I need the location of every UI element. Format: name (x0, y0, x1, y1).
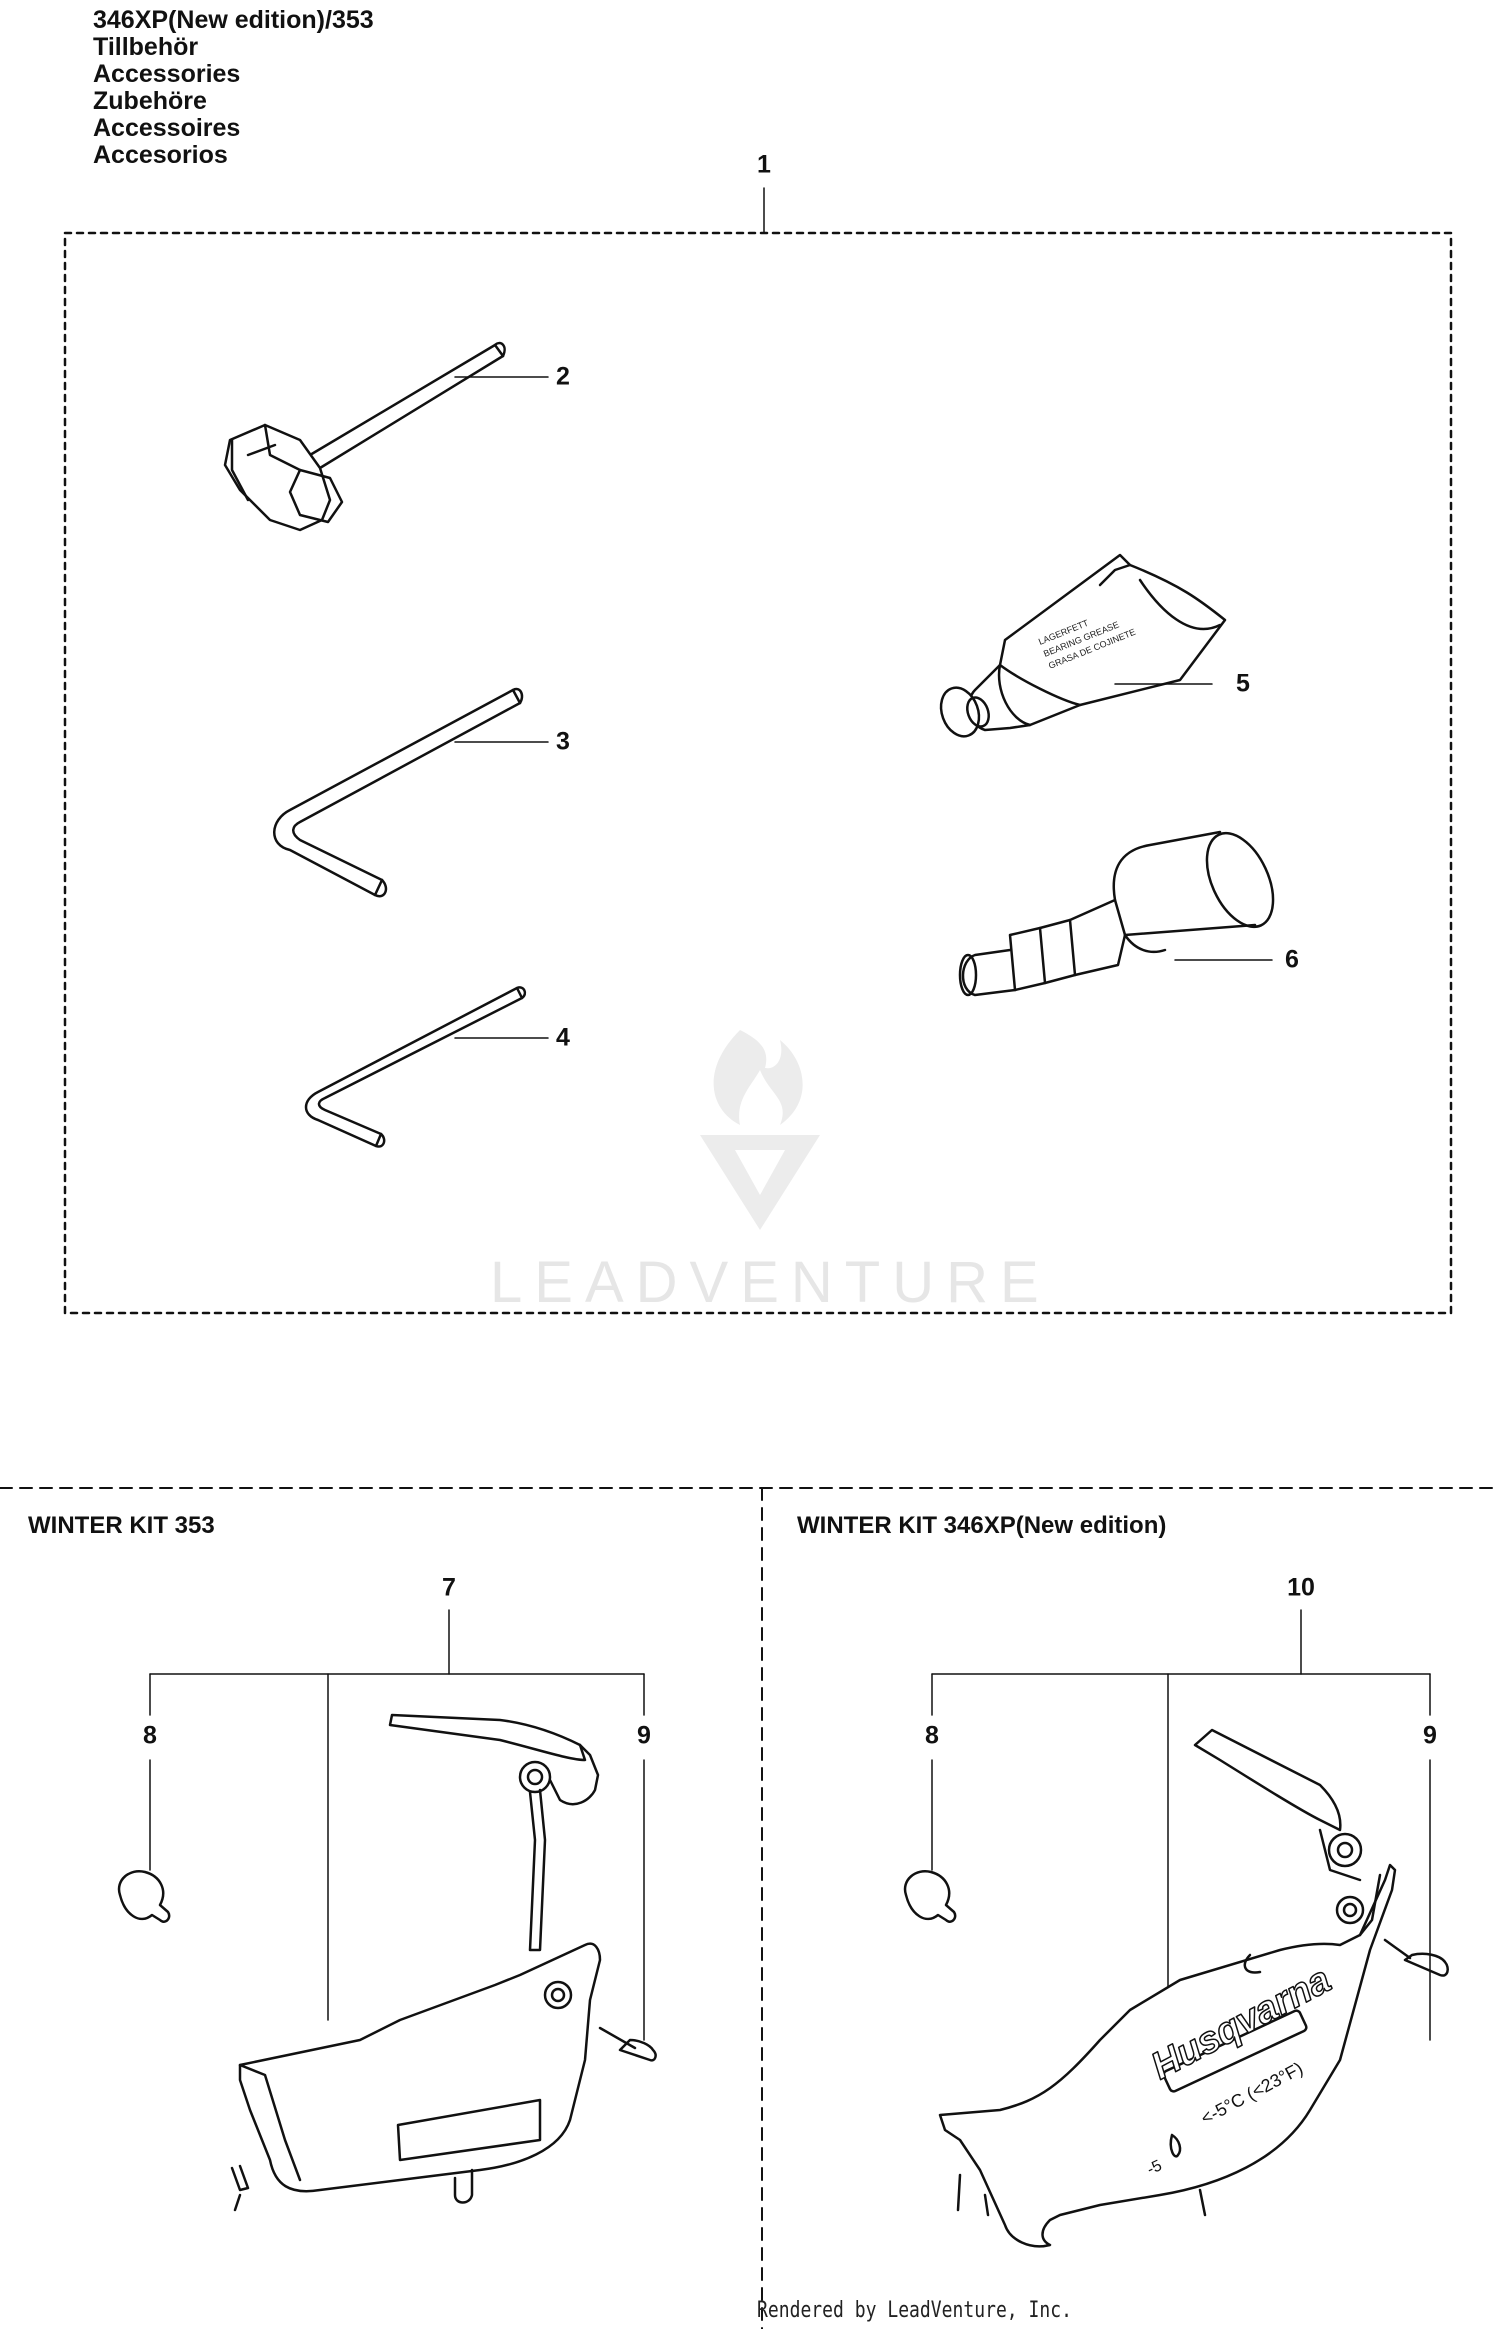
winter-353-parts (117, 1713, 657, 2212)
footer-credit: Rendered by LeadVenture, Inc. (757, 2298, 1072, 2323)
spark-plug-wrench (223, 341, 549, 532)
title-french: Accessoires (93, 114, 241, 142)
winter-346-callout-tree (931, 1609, 1431, 2041)
callout-1: 1 (757, 150, 771, 179)
plug-346 (903, 1869, 957, 1923)
callout-9-right: 9 (1423, 1721, 1437, 1750)
cover-minus-label: -5 (1145, 2157, 1165, 2178)
kit-boundary (63, 231, 1453, 1315)
cover-346 (938, 1863, 1397, 2248)
lever-353 (388, 1713, 587, 1762)
callout-10: 10 (1287, 1573, 1315, 1602)
title-block: 346XP(New edition)/353 Tillbehör Accesso… (93, 7, 374, 169)
winter-kit-346-title: WINTER KIT 346XP(New edition) (797, 1512, 1167, 1539)
callout-8-right: 8 (925, 1721, 939, 1750)
model-title: 346XP(New edition)/353 (93, 6, 374, 34)
leadventure-watermark: LEADVENTURE (490, 1030, 1051, 1315)
title-swedish: Tillbehör (93, 33, 199, 61)
winter-346-parts: Husqvarna <-5°C (<23°F) -5 (903, 1728, 1449, 2248)
winter-kit-353-title: WINTER KIT 353 (28, 1512, 215, 1539)
callout-7: 7 (442, 1573, 456, 1602)
winter-353-callout-tree (149, 1609, 645, 2041)
cover-353 (238, 1942, 602, 2193)
hex-key-small (304, 986, 549, 1148)
watermark-text: LEADVENTURE (490, 1250, 1051, 1315)
grease-tube: LAGERFETT BEARING GREASE GRASA DE COJINE… (939, 553, 1227, 738)
callout-3: 3 (556, 727, 570, 756)
callout-4: 4 (556, 1023, 570, 1052)
screw-353 (618, 2038, 657, 2062)
title-english: Accessories (93, 60, 241, 88)
lever-346 (1193, 1728, 1342, 1832)
plug-353 (117, 1869, 171, 1923)
title-spanish: Accesorios (93, 141, 228, 169)
drift-tool (958, 830, 1275, 997)
callout-6: 6 (1285, 945, 1299, 974)
screw-346 (1403, 1952, 1449, 1977)
title-german: Zubehöre (93, 87, 207, 115)
hex-key-large (273, 687, 549, 898)
callout-8-left: 8 (143, 1721, 157, 1750)
callout-5: 5 (1236, 669, 1250, 698)
callout-2: 2 (556, 362, 570, 391)
callout-9-left: 9 (637, 1721, 651, 1750)
